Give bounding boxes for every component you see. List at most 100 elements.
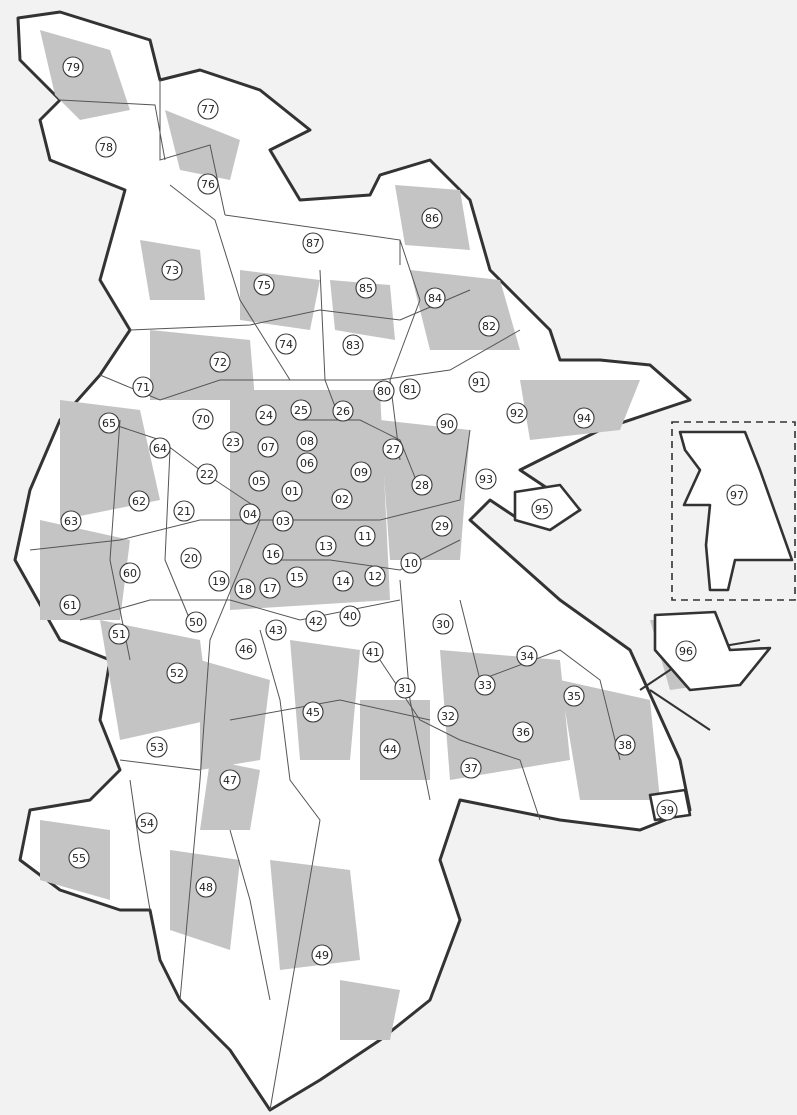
district-label-circle: [286, 566, 308, 588]
district-label-28: 28: [411, 474, 433, 496]
district-label-76: 76: [197, 173, 219, 195]
district-label-38: 38: [614, 734, 636, 756]
district-label-text: 70: [196, 413, 210, 426]
district-label-circle: [185, 611, 207, 633]
district-label-circle: [332, 570, 354, 592]
district-label-text: 08: [300, 435, 314, 448]
district-label-circle: [209, 351, 231, 373]
district-label-73: 73: [161, 259, 183, 281]
district-label-circle: [222, 431, 244, 453]
district-label-74: 74: [275, 333, 297, 355]
district-label-29: 29: [431, 515, 453, 537]
district-label-64: 64: [149, 437, 171, 459]
district-label-text: 61: [63, 599, 77, 612]
district-96-shape: [653, 610, 772, 692]
district-label-41: 41: [362, 641, 384, 663]
district-label-circle: [265, 619, 287, 641]
district-label-34: 34: [516, 645, 538, 667]
district-label-circle: [196, 463, 218, 485]
district-label-02: 02: [331, 488, 353, 510]
district-label-75: 75: [253, 274, 275, 296]
district-label-82: 82: [478, 315, 500, 337]
district-label-circle: [255, 404, 277, 426]
district-label-text: 40: [343, 610, 357, 623]
district-label-text: 37: [464, 762, 478, 775]
district-label-text: 43: [269, 624, 283, 637]
district-label-circle: [421, 207, 443, 229]
district-label-text: 47: [223, 774, 237, 787]
district-label-86: 86: [421, 207, 443, 229]
district-label-circle: [95, 136, 117, 158]
district-label-circle: [302, 232, 324, 254]
district-label-text: 50: [189, 616, 203, 629]
district-label-text: 06: [300, 457, 314, 470]
district-label-circle: [128, 490, 150, 512]
district-label-text: 45: [306, 706, 320, 719]
district-label-text: 96: [679, 645, 693, 658]
district-label-text: 54: [140, 817, 154, 830]
district-label-circle: [161, 259, 183, 281]
district-label-text: 05: [252, 475, 266, 488]
district-label-63: 63: [60, 510, 82, 532]
district-label-60: 60: [119, 562, 141, 584]
district-label-text: 16: [266, 548, 280, 561]
district-label-circle: [219, 769, 241, 791]
district-label-05: 05: [248, 470, 270, 492]
district-label-circle: [350, 461, 372, 483]
district-label-19: 19: [208, 570, 230, 592]
district-label-text: 38: [618, 739, 632, 752]
district-label-text: 04: [243, 508, 257, 521]
district-label-circle: [296, 452, 318, 474]
district-label-44: 44: [379, 738, 401, 760]
district-label-33: 33: [474, 674, 496, 696]
district-label-text: 21: [177, 505, 191, 518]
district-label-circle: [62, 56, 84, 78]
district-label-71: 71: [132, 376, 154, 398]
district-label-circle: [68, 847, 90, 869]
district-label-97: 97: [726, 484, 748, 506]
district-label-26: 26: [332, 400, 354, 422]
district-label-text: 78: [99, 141, 113, 154]
district-label-text: 63: [64, 515, 78, 528]
district-label-text: 62: [132, 495, 146, 508]
district-label-text: 20: [184, 552, 198, 565]
district-label-circle: [192, 408, 214, 430]
district-label-text: 83: [346, 339, 360, 352]
district-label-circle: [460, 757, 482, 779]
district-label-text: 27: [386, 443, 400, 456]
district-label-circle: [474, 674, 496, 696]
district-label-text: 17: [263, 582, 277, 595]
district-label-text: 23: [226, 436, 240, 449]
district-label-text: 82: [482, 320, 496, 333]
district-label-37: 37: [460, 757, 482, 779]
district-label-31: 31: [394, 677, 416, 699]
district-label-circle: [59, 594, 81, 616]
district-label-text: 52: [170, 667, 184, 680]
district-label-12: 12: [364, 565, 386, 587]
district-label-10: 10: [400, 552, 422, 574]
district-label-text: 01: [285, 485, 299, 498]
district-label-text: 19: [212, 575, 226, 588]
district-label-circle: [248, 470, 270, 492]
district-label-circle: [149, 437, 171, 459]
district-label-text: 02: [335, 493, 349, 506]
district-label-text: 87: [306, 237, 320, 250]
district-label-circle: [311, 944, 333, 966]
district-label-32: 32: [437, 705, 459, 727]
district-label-circle: [98, 412, 120, 434]
district-label-text: 85: [359, 282, 373, 295]
district-label-text: 11: [358, 530, 372, 543]
district-label-80: 80: [373, 380, 395, 402]
district-label-text: 32: [441, 710, 455, 723]
district-label-text: 24: [259, 409, 273, 422]
district-label-circle: [362, 641, 384, 663]
district-label-49: 49: [311, 944, 333, 966]
district-label-circle: [146, 736, 168, 758]
district-97-shape: [678, 430, 794, 592]
district-label-11: 11: [354, 525, 376, 547]
district-label-circle: [173, 500, 195, 522]
district-label-42: 42: [305, 610, 327, 632]
district-label-70: 70: [192, 408, 214, 430]
district-label-52: 52: [166, 662, 188, 684]
district-label-40: 40: [339, 605, 361, 627]
